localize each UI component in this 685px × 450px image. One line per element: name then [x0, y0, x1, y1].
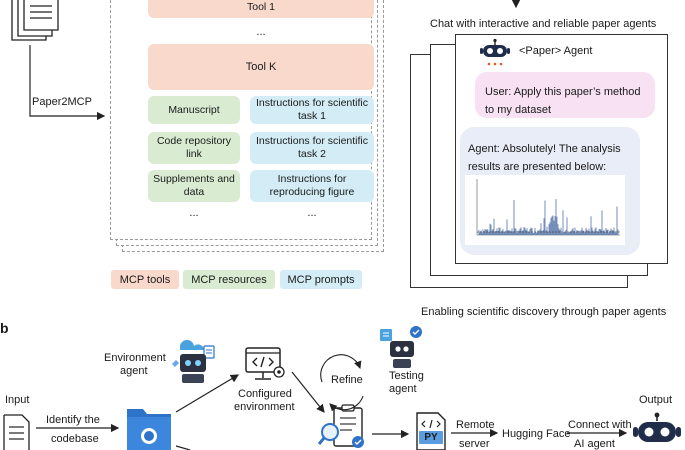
chat-title: Chat with interactive and reliable paper… [430, 18, 657, 30]
input-label: Input [5, 394, 30, 406]
prompt-task-1: Instructions for scientific task 1 [250, 96, 374, 124]
paper2mcp-label: Paper2MCP [32, 96, 92, 108]
agent-robot-icon [479, 38, 511, 68]
python-file-icon: PY [414, 411, 448, 450]
user-message: User: Apply this paper’s method to my da… [485, 86, 641, 116]
py-label: PY [424, 432, 438, 443]
refine-label: Refine [331, 374, 363, 386]
connect-label-1: Connect with [568, 419, 632, 431]
identify-label-1: Identify the [46, 414, 100, 426]
tool-1-label: Tool 1 [246, 0, 276, 13]
github-folder-icon [125, 405, 173, 450]
resource-supplements: Supplements and data [148, 170, 240, 202]
tool-1-box: Tool 1 [148, 0, 374, 18]
legend-mcp-prompts: MCP prompts [280, 270, 362, 289]
resource-manuscript: Manuscript [148, 96, 240, 124]
testing-agent-label-2: agent [389, 383, 417, 395]
configured-label-1: Configured [238, 388, 292, 400]
environment-agent-robot-icon [170, 338, 218, 384]
user-message-bubble: User: Apply this paper’s method to my da… [475, 72, 655, 118]
output-robot-icon [632, 412, 682, 450]
document-icon [0, 413, 32, 450]
configured-env-monitor-icon [244, 346, 288, 382]
prompt-task-2: Instructions for scientific task 2 [250, 132, 374, 164]
configured-label-2: environment [234, 401, 295, 413]
testing-agent-label-1: Testing [389, 370, 424, 382]
legend-mcp-resources: MCP resources [183, 270, 275, 289]
panel-b-label: b [0, 320, 9, 336]
legend-mcp-tools: MCP tools [111, 270, 179, 289]
chat-footer: Enabling scientific discovery through pa… [421, 306, 667, 318]
resource-ellipsis: ... [189, 207, 199, 219]
tool-ellipsis: ... [256, 26, 266, 38]
tool-k-label: Tool K [245, 60, 277, 73]
prompt-ellipsis: ... [307, 207, 317, 219]
paper-stack-icon [0, 0, 60, 45]
remote-label-1: Remote [456, 419, 495, 431]
environment-agent-label-2: agent [120, 365, 148, 377]
agent-message: Agent: Absolutely! The analysis results … [468, 143, 621, 173]
remote-label-2: server [459, 438, 490, 450]
identify-label-2: codebase [51, 433, 99, 445]
tool-k-box: Tool K [148, 44, 374, 90]
agent-name: <Paper> Agent [519, 45, 593, 57]
hugging-face-label: Hugging Face [502, 428, 571, 440]
result-plot [465, 175, 625, 245]
testing-agent-robot-icon [380, 325, 424, 369]
output-label: Output [639, 394, 673, 406]
prompt-reproduce-figure: Instructions for reproducing figure [250, 170, 374, 202]
environment-agent-label-1: Environment [104, 352, 166, 364]
connect-label-2: AI agent [574, 438, 615, 450]
test-clipboard-icon [317, 404, 370, 450]
resource-code-repository: Code repository link [148, 132, 240, 164]
